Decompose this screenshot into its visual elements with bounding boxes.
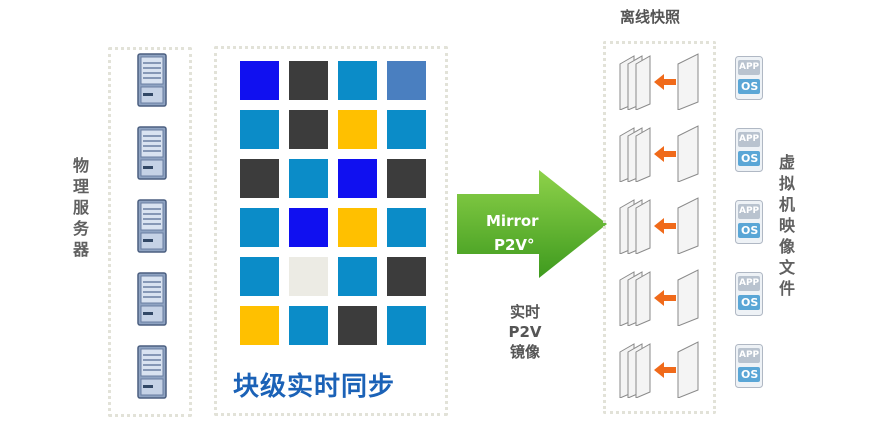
- snapshot-icon: [618, 340, 702, 399]
- server-column-box: [108, 47, 192, 417]
- app-text: APP: [739, 206, 760, 216]
- snapshot-title: 离线快照: [620, 8, 681, 26]
- app-text: APP: [739, 350, 760, 360]
- block-cell: [387, 257, 426, 296]
- vm-image-label: 虚拟机映像文件: [778, 153, 795, 298]
- app-text: APP: [739, 134, 760, 144]
- block-cell: [338, 208, 377, 247]
- physical-server-label: 物理服务器: [72, 156, 89, 259]
- block-cell: [289, 110, 328, 149]
- mirror-arrow: [457, 170, 607, 278]
- server-icon: [137, 199, 167, 253]
- arrow-label-line1: Mirror: [486, 212, 539, 230]
- os-text: OS: [741, 80, 759, 93]
- server-icon: [137, 345, 167, 399]
- block-cell: [240, 61, 279, 100]
- block-cell: [387, 208, 426, 247]
- block-cell: [240, 110, 279, 149]
- snapshot-box: [603, 41, 716, 414]
- block-cell: [338, 306, 377, 345]
- block-cell: [240, 159, 279, 198]
- block-cell: [338, 61, 377, 100]
- server-icon: [137, 272, 167, 326]
- vm-app-os-icon: APP OS: [735, 272, 763, 316]
- snapshot-icon: [618, 52, 702, 111]
- block-cell: [387, 61, 426, 100]
- block-cell: [240, 208, 279, 247]
- vm-app-os-icon: APP OS: [735, 200, 763, 244]
- block-grid-box: [214, 46, 448, 416]
- app-text: APP: [739, 278, 760, 288]
- block-cell: [387, 306, 426, 345]
- os-text: OS: [741, 368, 759, 381]
- app-text: APP: [739, 62, 760, 72]
- block-cell: [387, 110, 426, 149]
- block-cell: [338, 159, 377, 198]
- snapshot-icon: [618, 196, 702, 255]
- vm-app-os-icon: APP OS: [735, 344, 763, 388]
- vm-app-os-icon: APP OS: [735, 128, 763, 172]
- block-cell: [387, 159, 426, 198]
- p2v-label: P2V: [508, 323, 542, 341]
- block-cell: [338, 110, 377, 149]
- mirror-image-label: 镜像: [509, 343, 540, 361]
- grid-caption: 块级实时同步: [233, 372, 396, 402]
- block-cell: [289, 208, 328, 247]
- block-cell: [338, 257, 377, 296]
- os-text: OS: [741, 224, 759, 237]
- snapshot-icon: [618, 268, 702, 327]
- block-cell: [289, 306, 328, 345]
- block-cell: [240, 306, 279, 345]
- block-cell: [240, 257, 279, 296]
- os-text: OS: [741, 152, 759, 165]
- block-cell: [289, 159, 328, 198]
- server-icon: [137, 126, 167, 180]
- block-cell: [289, 257, 328, 296]
- snapshot-icon: [618, 124, 702, 183]
- vm-app-os-icon: APP OS: [735, 56, 763, 100]
- server-icon: [137, 53, 167, 107]
- block-cell: [289, 61, 328, 100]
- os-text: OS: [741, 296, 759, 309]
- arrow-label-line2: P2V°: [494, 236, 535, 254]
- realtime-label: 实时: [509, 303, 540, 321]
